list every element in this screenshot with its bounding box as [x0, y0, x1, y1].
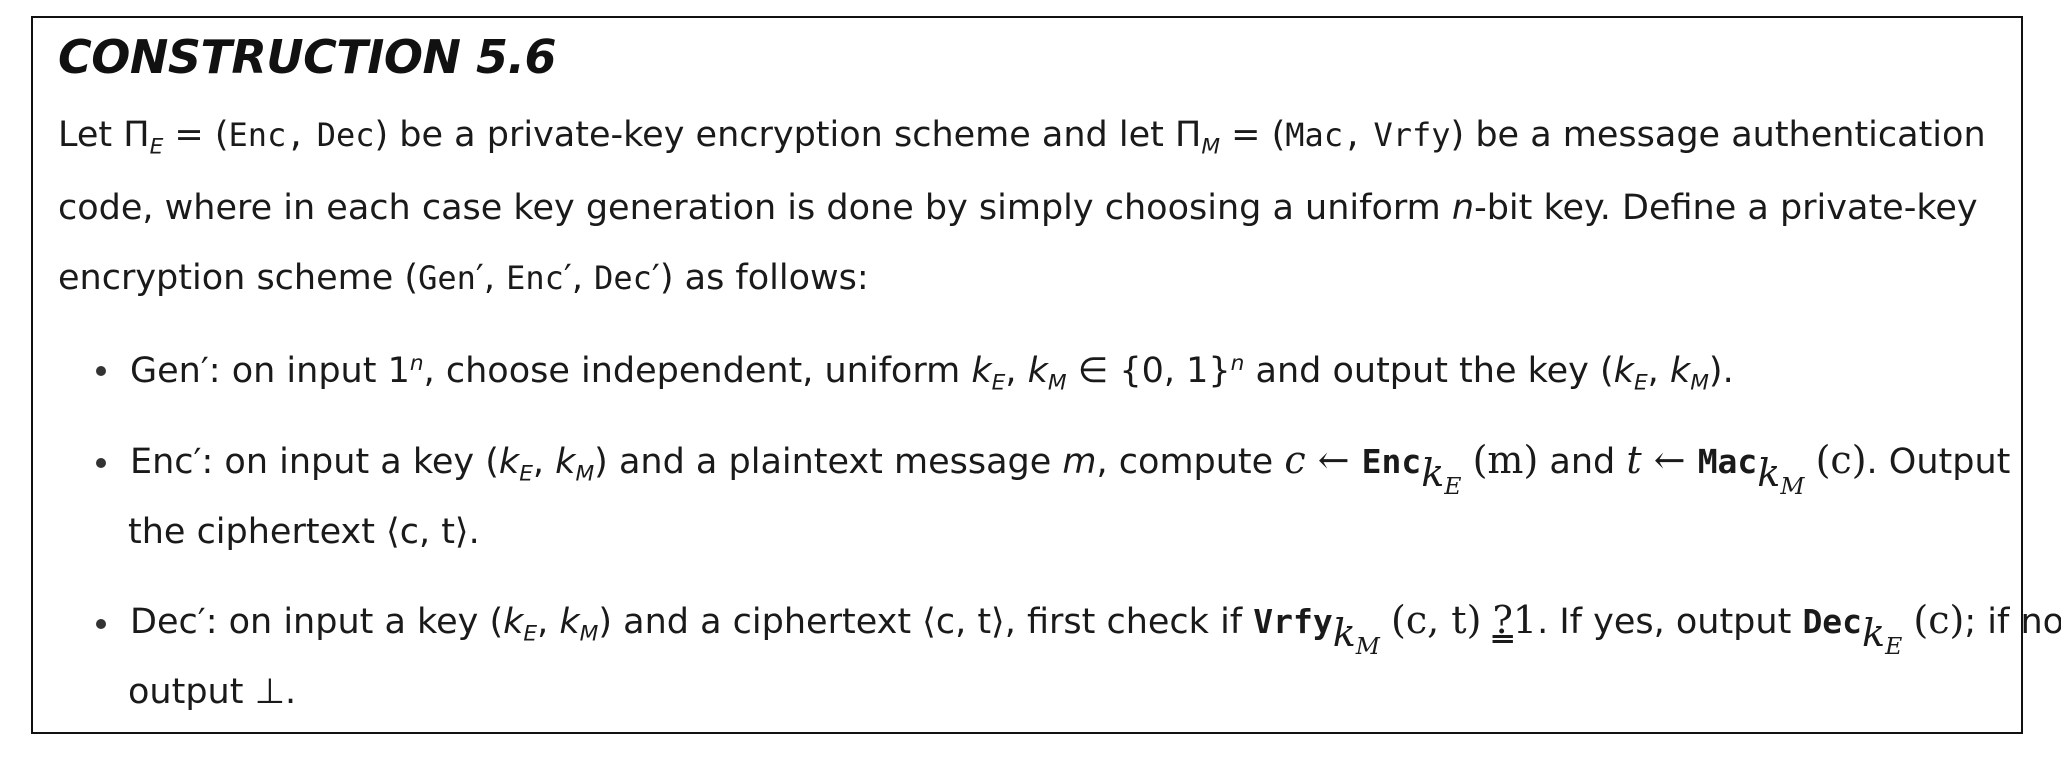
- bullet-enc-line-2: the ciphertext ⟨c, t⟩.: [128, 512, 480, 552]
- question-equals-symbol: ?: [1492, 598, 1513, 642]
- bullet-dot-enc: [96, 458, 106, 468]
- bullet-dec: Dec′: on input a key (kE, kM) and a ciph…: [130, 598, 2061, 661]
- intro-line-1: Let ΠE = (Enc, Dec) be a private-key enc…: [58, 115, 1986, 160]
- bullet-dec-line-2: output ⊥.: [128, 672, 297, 712]
- construction-title: CONSTRUCTION 5.6: [58, 30, 557, 84]
- intro-line-2: code, where in each case key generation …: [58, 188, 1978, 228]
- construction-box: [31, 16, 2023, 734]
- bullet-gen: Gen′: on input 1n, choose independent, u…: [130, 351, 1734, 396]
- bullet-enc: Enc′: on input a key (kE, kM) and a plai…: [130, 438, 2011, 501]
- bullet-dot-dec: [96, 619, 106, 629]
- bullet-dot-gen: [96, 366, 106, 376]
- intro-line-3: encryption scheme (Gen′, Enc′, Dec′) as …: [58, 258, 869, 298]
